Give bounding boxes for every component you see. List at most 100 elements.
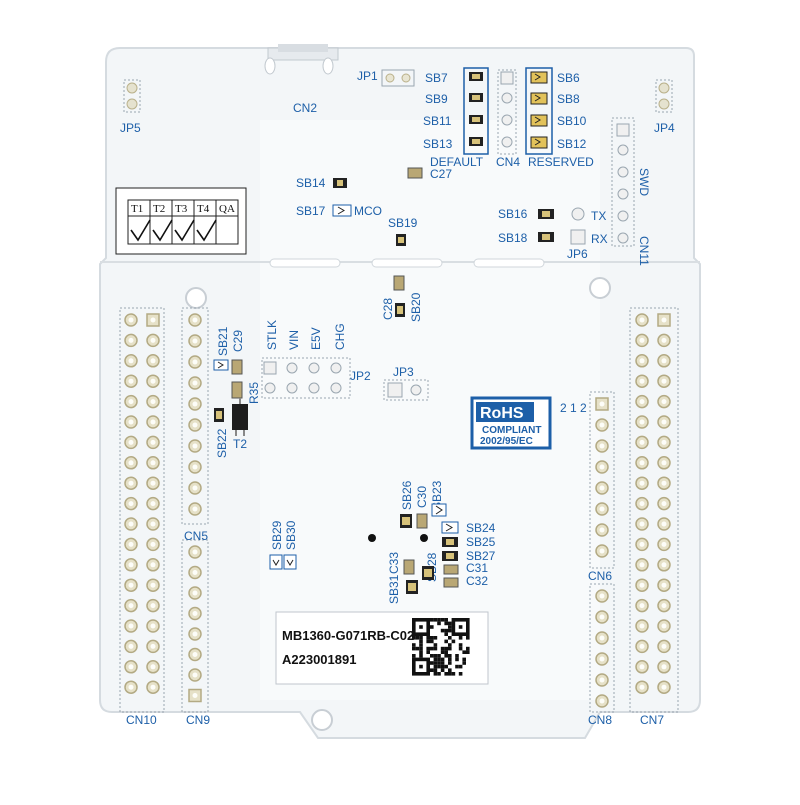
- usb-connector-cn2: [264, 44, 339, 75]
- qa-t1: T1: [131, 203, 143, 215]
- c32-capacitor: [443, 577, 459, 588]
- pin-hole: [192, 401, 198, 407]
- pin-hole: [128, 643, 134, 649]
- sb19-label: SB19: [388, 216, 418, 230]
- header-cn7: [629, 307, 679, 713]
- pin-hole: [192, 611, 198, 616]
- pin-hole: [192, 549, 198, 555]
- pin-hole: [128, 501, 134, 507]
- rohs-text: RoHS: [480, 405, 524, 422]
- pin-hole: [599, 422, 605, 428]
- sb22-label: SB22: [215, 428, 229, 458]
- pin-hole: [128, 460, 134, 466]
- sb14-label: SB14: [296, 176, 326, 190]
- swd-label: SWD: [637, 168, 651, 196]
- pin-hole: [599, 548, 605, 554]
- header-cn8: [589, 583, 615, 713]
- pin-hole: [150, 378, 156, 384]
- sb29-bridge: [269, 554, 283, 570]
- pin-hole: [599, 677, 605, 683]
- sb9-label: SB9: [425, 92, 448, 106]
- pin-hole: [661, 541, 667, 547]
- header-jp4: [655, 79, 673, 113]
- fiducial-dot: [420, 534, 428, 542]
- pin-hole: [128, 439, 134, 445]
- stlk-label: STLK: [265, 320, 279, 350]
- jp2-label: JP2: [350, 369, 371, 383]
- cn9-label: CN9: [186, 713, 210, 727]
- c27-capacitor: [407, 167, 423, 179]
- pin-hole: [639, 480, 645, 486]
- jp1-label: JP1: [357, 69, 378, 83]
- pin-hole: [192, 380, 198, 386]
- pin-hole: [192, 506, 198, 512]
- pin-hole: [128, 582, 134, 588]
- pin-hole: [639, 623, 645, 629]
- header-jp5: [123, 79, 141, 113]
- sb30-label: SB30: [284, 520, 298, 550]
- sb8-label: SB8: [557, 92, 580, 106]
- pin-hole: [599, 443, 605, 449]
- c30-capacitor: [416, 513, 428, 529]
- pin-hole: [150, 480, 156, 486]
- qa-test-label: T1 T2 T3 T4 QA: [115, 187, 247, 255]
- header-cn10: [119, 307, 165, 713]
- pin-hole: [150, 439, 156, 445]
- fiducial-dot: [368, 534, 376, 542]
- t2-transistor: [232, 404, 248, 430]
- jp6-label: JP6: [567, 247, 588, 261]
- pin-hole: [192, 485, 198, 491]
- pin-hole: [639, 562, 645, 568]
- sb23-bridge: [431, 503, 447, 517]
- pin-hole: [192, 317, 198, 323]
- pin-hole: [128, 378, 134, 384]
- pin-hole: [128, 419, 134, 425]
- pin-hole: [639, 317, 645, 323]
- c28-capacitor: [393, 275, 405, 291]
- qa-t3: T3: [175, 203, 188, 215]
- header-cn5: [181, 307, 209, 525]
- pin-hole: [661, 460, 667, 466]
- pin-hole: [128, 684, 134, 690]
- r35-label: R35: [247, 382, 261, 404]
- cn4-label: CN4: [496, 155, 520, 169]
- mounting-hole: [185, 287, 207, 309]
- sb21-bridge: [213, 359, 229, 371]
- mco-label: MCO: [354, 204, 382, 218]
- header-cn9: [181, 539, 209, 713]
- reserved-label: RESERVED: [528, 155, 594, 169]
- pin-hole: [128, 358, 134, 364]
- pin-hole: [661, 337, 667, 343]
- sb7-label: SB7: [425, 71, 448, 85]
- pin-hole: [128, 317, 134, 323]
- swd-header-cn11: [611, 117, 635, 247]
- sb23-label: SB23: [430, 480, 444, 510]
- r35-resistor: [231, 381, 243, 399]
- pin-hole: [150, 521, 156, 527]
- pin-hole: [599, 527, 605, 533]
- pin-hole: [128, 562, 134, 568]
- jp3-label: JP3: [393, 365, 414, 379]
- sb24-label: SB24: [466, 521, 496, 535]
- sb18-label: SB18: [498, 231, 528, 245]
- vin-label: VIN: [287, 330, 301, 350]
- sb30-bridge: [283, 554, 297, 570]
- pin-hole: [639, 541, 645, 547]
- sb26-label: SB26: [400, 480, 414, 510]
- sticker-model: MB1360-G071RB-C02: [282, 628, 414, 643]
- sb13-label: SB13: [423, 137, 453, 151]
- e5v-label: E5V: [309, 327, 323, 350]
- pin-hole: [639, 521, 645, 527]
- pin-hole: [639, 358, 645, 364]
- sb10-label: SB10: [557, 114, 587, 128]
- pin-hole: [150, 643, 156, 649]
- pin-hole: [192, 631, 198, 637]
- pin-hole: [599, 401, 605, 407]
- pin-hole: [599, 614, 605, 620]
- pin-hole: [639, 378, 645, 384]
- pin-hole: [192, 672, 198, 678]
- chg-label: CHG: [333, 323, 347, 350]
- pin-hole: [150, 623, 156, 629]
